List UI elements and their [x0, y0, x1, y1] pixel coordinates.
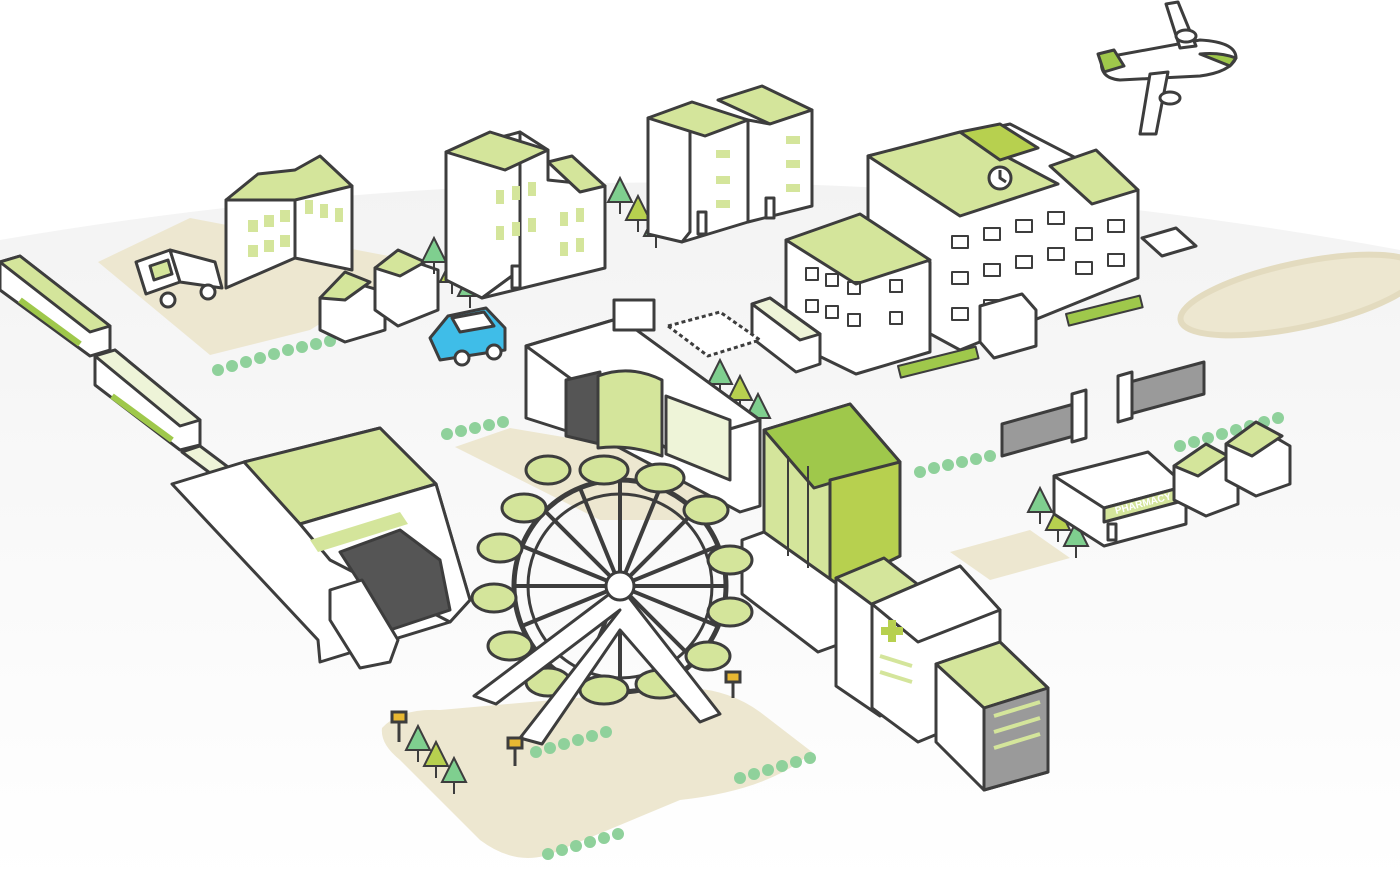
hedge-row-2 [441, 416, 509, 440]
tree [1026, 485, 1054, 524]
tree [422, 739, 450, 778]
hedge-row-7 [542, 828, 624, 860]
lamp [506, 736, 524, 766]
factory-building [224, 154, 354, 290]
blue-car [428, 306, 507, 367]
tree [440, 755, 468, 794]
hospital-cross-icon [881, 620, 903, 642]
airplane [1096, 0, 1238, 136]
tunnel-train [328, 578, 400, 670]
bus-parking [666, 296, 822, 374]
ferris-wheel-support [472, 584, 722, 746]
tree [1062, 519, 1090, 558]
houses-northwest [318, 248, 440, 344]
houses-east [1172, 420, 1292, 518]
hedge-row-6 [734, 752, 816, 784]
tall-tower [740, 402, 902, 654]
delivery-truck [134, 248, 224, 309]
hospital [834, 556, 1050, 792]
lot-east [950, 530, 1070, 580]
tree [404, 723, 432, 762]
lamp [724, 670, 742, 698]
tree [624, 193, 652, 232]
office-building [444, 130, 607, 300]
gates [1000, 360, 1206, 458]
hedge-row-3 [914, 450, 996, 478]
school-building [784, 122, 1198, 379]
hedge-row-1 [212, 335, 336, 376]
lot-south [381, 688, 812, 858]
tree [420, 235, 448, 274]
lamp [390, 710, 408, 742]
hedges [212, 335, 1284, 860]
shopping-building [524, 298, 762, 514]
ground-area [0, 182, 1400, 882]
apartment-buildings [646, 84, 814, 244]
ferris-wheel [470, 454, 754, 746]
running-track [1177, 251, 1400, 339]
tunnel-station [170, 426, 472, 670]
hedge-row-4 [1174, 412, 1284, 452]
street-lamps [390, 670, 742, 766]
tree [606, 175, 634, 214]
school-entrance [978, 292, 1038, 360]
ferris-wheel-cabins [470, 454, 754, 706]
hedge-row-5 [530, 726, 612, 758]
ferris-wheel-hub [604, 570, 636, 602]
